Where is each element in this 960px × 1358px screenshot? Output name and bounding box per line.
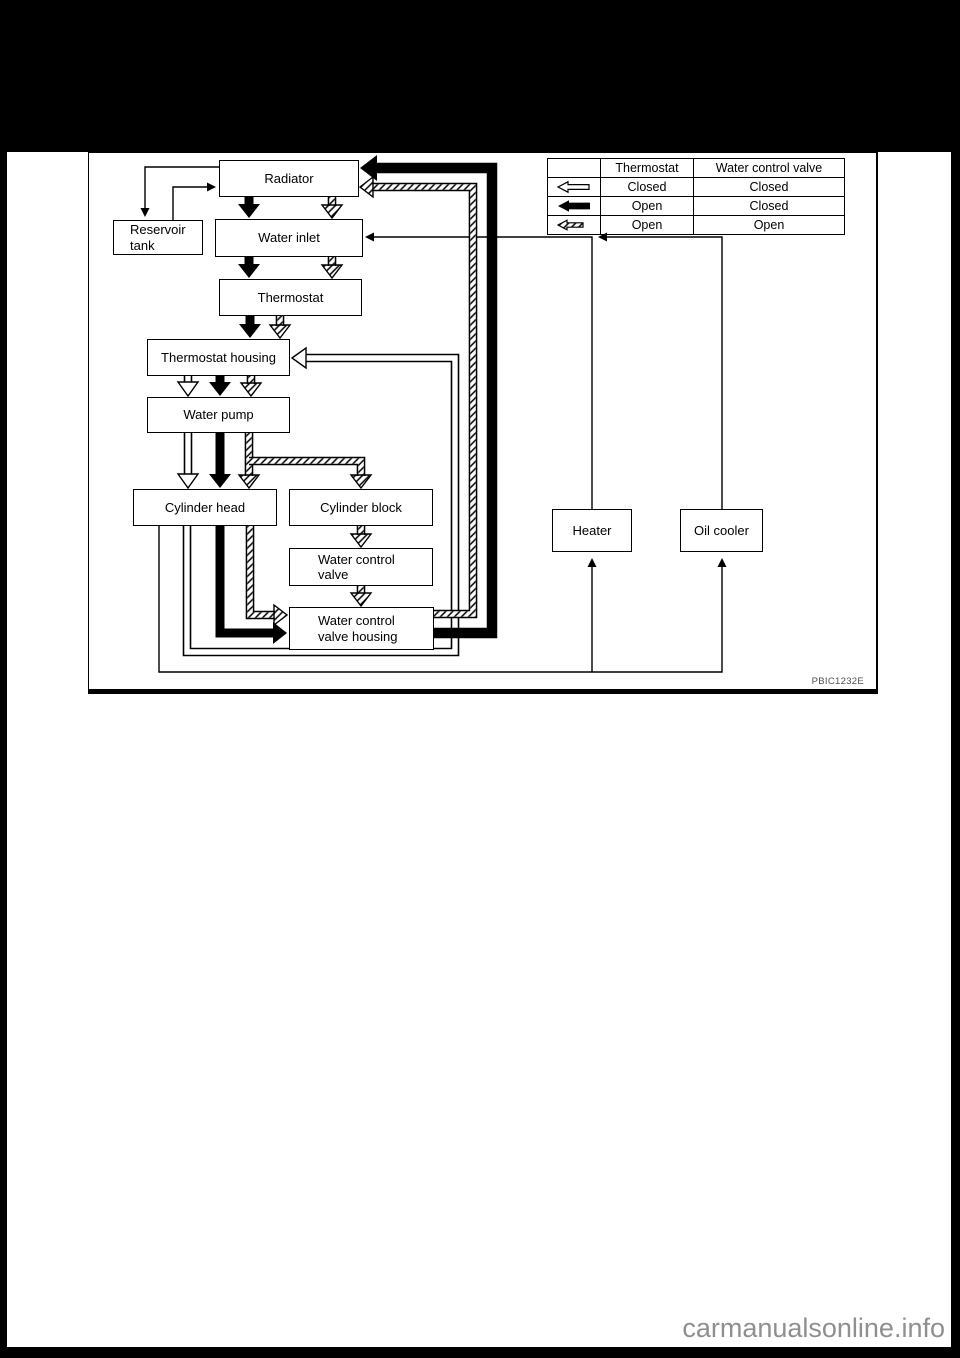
- node-label: Oil cooler: [694, 522, 749, 538]
- legend-cell-thermostat: Open: [600, 215, 694, 235]
- node-label: Cylinder head: [164, 499, 246, 515]
- node-label: Heater: [572, 522, 612, 538]
- legend-cell-thermostat: Open: [600, 196, 694, 216]
- right-black-edge: [951, 0, 960, 1358]
- node-thermostat: Thermostat: [219, 279, 362, 316]
- open-arrow-icon: [556, 180, 590, 194]
- legend-arrow-cell: [547, 196, 601, 216]
- node-label: Water control: [318, 551, 395, 567]
- legend-header: Water control valve: [693, 158, 845, 178]
- legend-corner-cell: [547, 158, 601, 178]
- node-label: Water inlet: [258, 230, 320, 246]
- node-label: Water pump: [183, 407, 254, 423]
- top-black-band: [0, 0, 960, 152]
- legend-arrow-cell: [547, 215, 601, 235]
- node-water-pump: Water pump: [147, 397, 290, 433]
- node-label: Radiator: [264, 170, 314, 186]
- node-label: Reservoir: [130, 222, 186, 237]
- hatch-arrow-icon: [556, 219, 584, 231]
- node-heater: Heater: [552, 509, 632, 552]
- node-water-inlet: Water inlet: [215, 219, 363, 257]
- legend-cell-thermostat: Closed: [600, 177, 694, 197]
- bottom-black-edge: [0, 1347, 960, 1358]
- left-black-edge: [0, 0, 7, 1358]
- legend-cell-water_control_valve: Open: [693, 215, 845, 235]
- legend-header: Thermostat: [600, 158, 694, 178]
- node-label: Cylinder block: [320, 499, 402, 515]
- node-label: Water control: [318, 613, 395, 628]
- node-label: valve housing: [318, 628, 398, 644]
- node-radiator: Radiator: [219, 160, 359, 197]
- node-oil-cooler: Oil cooler: [680, 509, 763, 552]
- legend-arrow-cell: [547, 177, 601, 197]
- figure-code: PBIC1232E: [811, 676, 864, 687]
- legend-cell-water_control_valve: Closed: [693, 196, 845, 216]
- solid-arrow-icon: [558, 200, 590, 212]
- node-label: tank: [130, 237, 155, 253]
- node-thermostat-housing: Thermostat housing: [147, 339, 290, 376]
- site-watermark: carmanualsonline.info: [682, 1313, 945, 1343]
- node-cylinder-head: Cylinder head: [133, 489, 277, 526]
- legend-cell-water_control_valve: Closed: [693, 177, 845, 197]
- node-cylinder-block: Cylinder block: [289, 489, 433, 526]
- node-label: Thermostat housing: [161, 349, 276, 365]
- node-label: Thermostat: [257, 289, 324, 305]
- node-label: valve: [318, 567, 349, 582]
